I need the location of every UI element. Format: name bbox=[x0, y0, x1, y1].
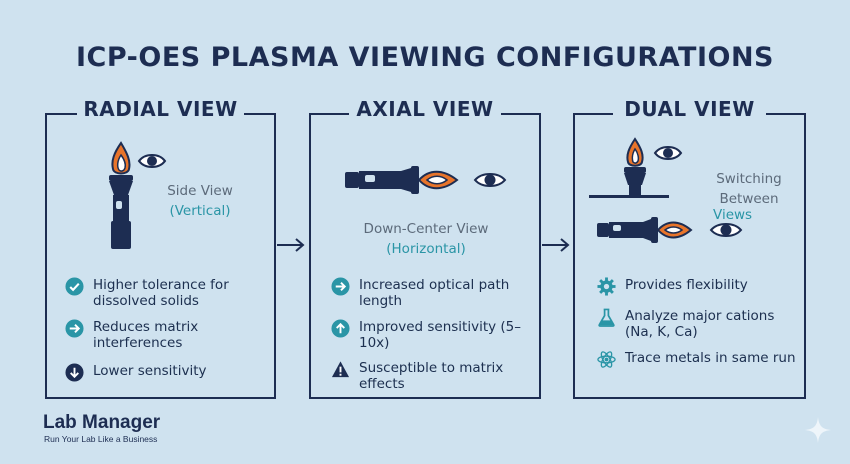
eye-icon bbox=[137, 154, 167, 168]
logo-tagline: Run Your Lab Like a Business bbox=[44, 434, 158, 444]
check-circle-icon bbox=[65, 277, 84, 296]
right-arrow-circle-icon bbox=[65, 319, 84, 338]
radial-panel: RADIAL VIEW Side View (Vertical) Higher … bbox=[45, 97, 276, 399]
lab-manager-logo: Lab Manager bbox=[43, 412, 161, 433]
eye-icon bbox=[709, 223, 743, 237]
axial-feature-3: Susceptible to matrix effects bbox=[331, 360, 531, 392]
horizontal-torch-illustration bbox=[345, 166, 507, 194]
radial-feature-2: Reduces matrix interferences bbox=[65, 319, 265, 351]
dual-feature-1: Provides flexibility bbox=[597, 277, 797, 296]
dual-feature-3: Trace metals in same run bbox=[597, 350, 797, 369]
flame-icon bbox=[417, 170, 459, 190]
dual-panel-title: DUAL VIEW bbox=[624, 97, 755, 121]
axial-panel: AXIAL VIEW Down-Center View (Horizontal)… bbox=[309, 97, 541, 399]
flask-icon bbox=[598, 308, 615, 327]
sparkle-icon bbox=[805, 417, 831, 443]
flame-icon bbox=[626, 137, 644, 167]
axial-view-label: Down-Center View (Horizontal) bbox=[363, 221, 489, 257]
flame-icon bbox=[656, 221, 693, 239]
eye-icon bbox=[473, 173, 507, 187]
radial-view-label: Side View (Vertical) bbox=[167, 183, 233, 219]
page-title: ICP-OES PLASMA VIEWING CONFIGURATIONS bbox=[76, 42, 774, 73]
gear-icon bbox=[597, 277, 616, 296]
dual-panel: DUAL VIEW Switching Between bbox=[573, 97, 806, 399]
dual-torch-illustration bbox=[589, 137, 743, 243]
axial-feature-2: Improved sensitivity (5–10x) bbox=[331, 319, 531, 351]
eye-icon bbox=[653, 146, 683, 160]
dual-view-label: Switching Between Views bbox=[713, 171, 782, 223]
right-arrow-icon bbox=[542, 238, 570, 252]
radial-feature-3: Lower sensitivity bbox=[65, 363, 265, 382]
right-arrow-icon bbox=[277, 238, 305, 252]
vertical-torch-illustration bbox=[109, 141, 167, 249]
axial-panel-title: AXIAL VIEW bbox=[356, 97, 494, 121]
down-arrow-circle-icon bbox=[65, 363, 84, 382]
radial-feature-1: Higher tolerance for dissolved solids bbox=[65, 277, 265, 309]
dual-feature-2: Analyze major cations (Na, K, Ca) bbox=[597, 308, 797, 340]
axial-feature-1: Increased optical path length bbox=[331, 277, 531, 309]
warning-icon bbox=[331, 361, 350, 378]
right-arrow-circle-icon bbox=[331, 277, 350, 296]
atom-icon bbox=[597, 351, 616, 368]
up-arrow-circle-icon bbox=[331, 319, 350, 338]
flame-icon bbox=[111, 141, 131, 175]
radial-panel-title: RADIAL VIEW bbox=[83, 97, 238, 121]
